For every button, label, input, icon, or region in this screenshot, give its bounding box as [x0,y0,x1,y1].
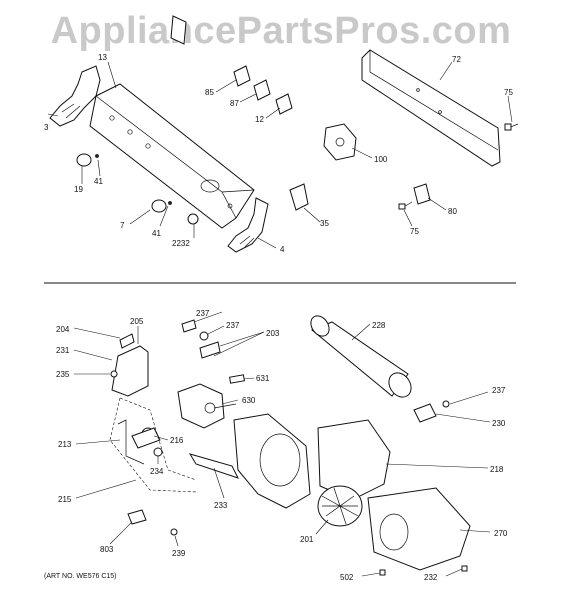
callout-201: 201 [300,535,314,544]
callout-2232: 2232 [172,239,190,248]
callout-205: 205 [130,317,144,326]
callout-75-b: 75 [410,227,419,236]
blower-housing [233,413,311,509]
callout-235: 235 [56,370,70,379]
callout-41: 41 [94,177,103,186]
watermark: AppliancePartsPros.com [50,10,512,52]
callout-35: 35 [320,219,329,228]
end-cap-right [227,197,269,253]
callout-231: 231 [56,346,70,355]
callout-87: 87 [230,99,239,108]
callout-233: 233 [214,501,228,510]
drive-motor [177,383,225,429]
callout-803: 803 [100,545,114,554]
callout-41-b: 41 [152,229,161,238]
callout-19: 19 [74,185,83,194]
callout-215: 215 [58,495,72,504]
callout-228: 228 [372,321,386,330]
callout-216: 216 [170,436,184,445]
callout-218: 218 [490,465,504,474]
callout-100: 100 [374,155,388,164]
housing-218 [317,419,391,501]
switch-12 [275,93,293,115]
motor-bracket [111,345,149,397]
callout-630: 630 [242,396,256,405]
clip-803 [127,509,147,525]
callout-3: 3 [44,123,49,132]
clip-204 [119,333,135,349]
callout-203: 203 [266,329,280,338]
callout-12: 12 [255,115,264,124]
callout-75-top: 75 [504,88,513,97]
clip-237-a [181,319,197,333]
idler-arm [131,427,161,449]
callout-232: 232 [424,573,438,582]
callout-237-b: 237 [226,321,240,330]
switch-35 [289,183,309,211]
clamp-203 [199,341,221,359]
callout-239: 239 [172,549,186,558]
callout-237-a: 237 [196,309,210,318]
switch-87 [253,79,271,101]
knob [76,153,92,167]
callout-270: 270 [494,529,508,538]
part-631 [229,374,245,384]
callout-7: 7 [120,221,125,230]
callout-204: 204 [56,325,70,334]
switch-85 [233,65,251,87]
knob-2232 [187,213,199,225]
callout-631: 631 [256,374,270,383]
backsplash-panel [361,49,501,167]
callout-85: 85 [205,88,214,97]
callout-80: 80 [448,207,457,216]
callout-213: 213 [58,440,72,449]
push-switch-block [323,123,357,161]
callout-230: 230 [492,419,506,428]
callout-502: 502 [340,573,354,582]
callout-13: 13 [98,53,107,62]
drive-belt [109,397,199,493]
idler-spring [117,419,145,465]
callout-234: 234 [150,467,164,476]
thermostat-230 [413,403,437,423]
top-clip-part [170,15,187,45]
switch-80 [413,183,431,205]
callout-4: 4 [280,245,285,254]
callout-237-c: 237 [492,386,506,395]
callout-72: 72 [452,55,461,64]
art-number: (ART NO. WE576 C15) [44,573,117,580]
motor-mount-233 [188,453,239,479]
blower-cover [367,487,471,571]
knob-7 [151,199,167,213]
end-cap-left [49,65,101,127]
